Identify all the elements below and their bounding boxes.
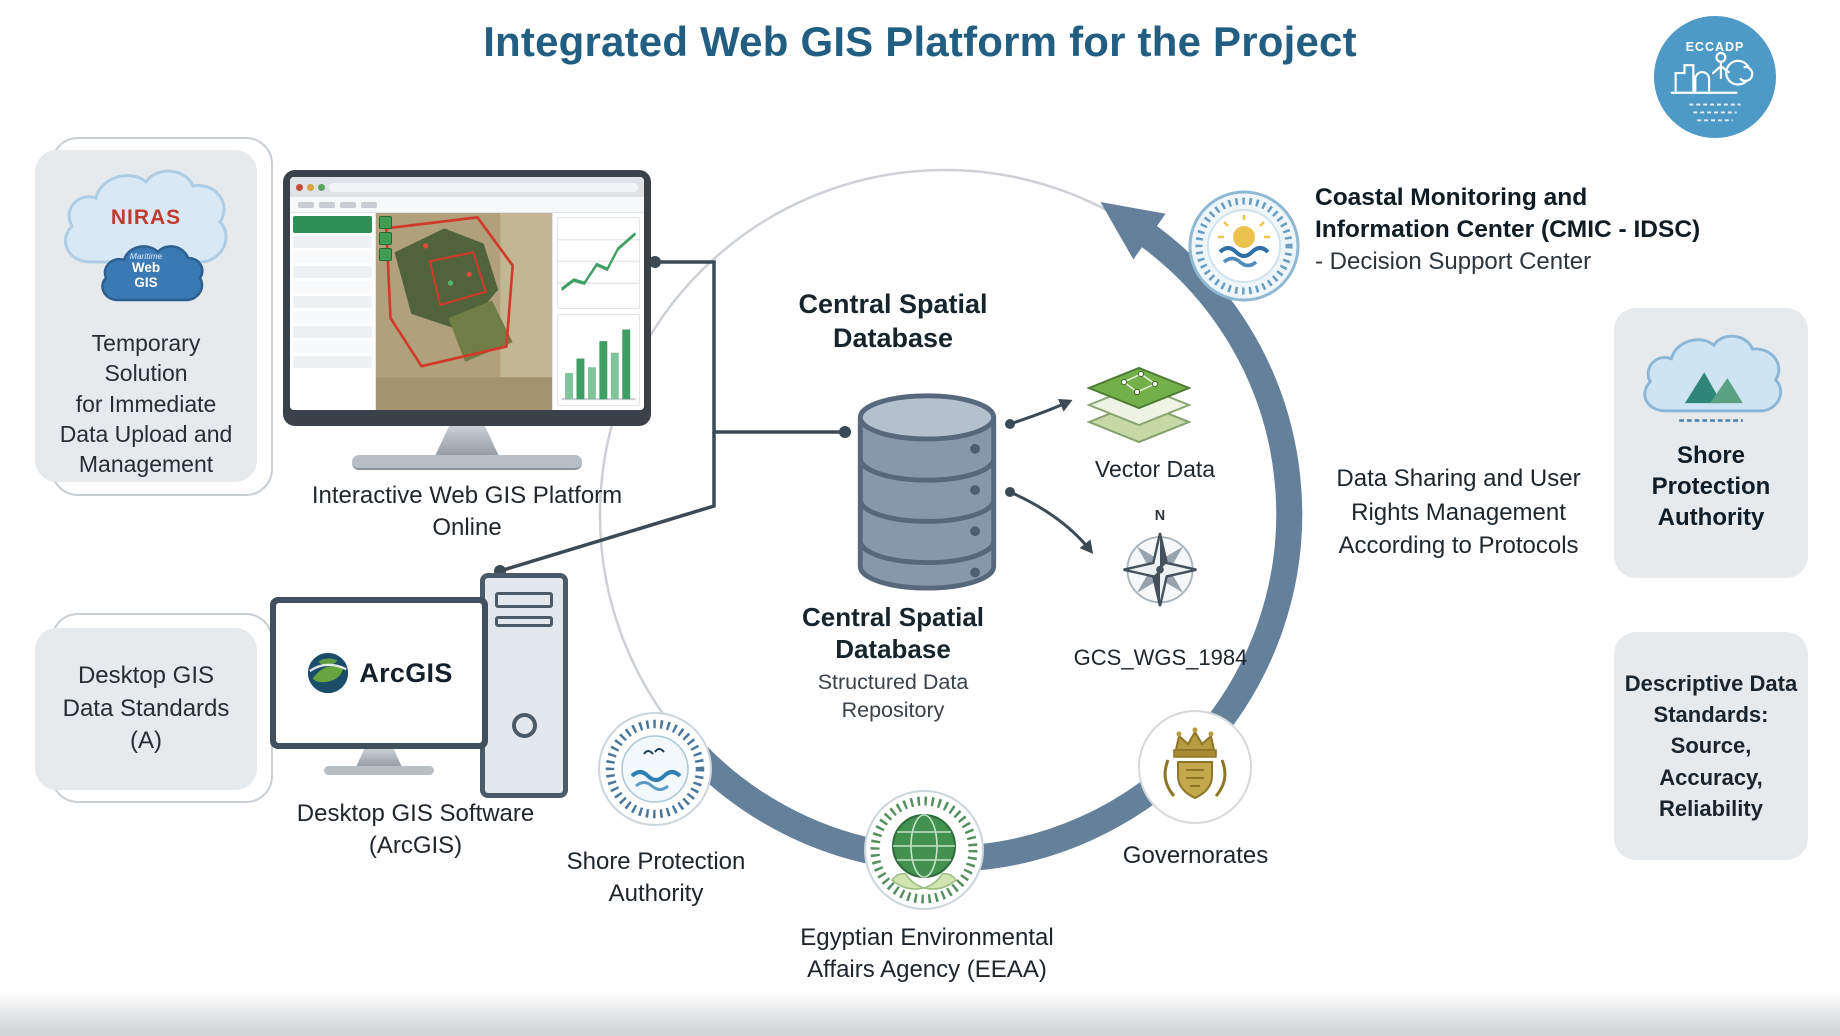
monitor-stand [356,749,402,767]
vector-layers-icon [1086,366,1192,444]
desktop-db-connector [499,432,716,573]
tower-drive-slot [495,592,553,608]
web-gis-screenshot [290,177,644,410]
descriptive-standards-text: Descriptive Data Standards: Source, Accu… [1624,670,1798,821]
desktop-tower-icon [480,573,568,798]
eeaa-seal-icon [864,790,984,910]
eccadp-logo-text: ECCADP [1685,40,1745,54]
desktop-gis-label: Desktop GIS Software (ArcGIS) [296,800,535,859]
eeaa-label: Egyptian Environmental Affairs Agency (E… [800,924,1054,983]
shore-authority-box-label: Shore Protection Authority [1651,442,1771,532]
app-body [290,213,644,410]
map-toolbar [379,216,392,261]
cmic-title: Coastal Monitoring and Information Cente… [1315,184,1701,243]
compass-north-label: N [1155,508,1165,524]
arcgis-wordmark: ArcGIS [359,657,453,688]
niras-wordmark: NIRAS [110,206,182,229]
arcgis-monitor: ArcGIS [270,597,488,749]
database-icon [857,393,997,591]
cmic-label: Coastal Monitoring and Information Cente… [1315,182,1705,276]
charts-panel [552,213,644,410]
db-caption-subtitle: Structured Data Repository [817,670,969,722]
map-tool-button [379,232,392,245]
tower-power-button [511,713,537,738]
db-caption: Central Spatial Database Structured Data… [783,602,1003,724]
map-tool-button [379,248,392,261]
window-dot-green [318,183,325,191]
shore-authority-seal-icon [598,712,712,826]
cmic-subtitle: - Decision Support Center [1315,247,1592,275]
web-platform-label: Interactive Web GIS Platform Online [311,482,623,541]
page-title: Integrated Web GIS Platform for the Proj… [483,18,1357,65]
monitor-base [324,766,434,775]
connector-dot [649,256,661,268]
web-gis-monitor [283,170,651,426]
map-tool-button [379,216,392,229]
browser-bar [290,177,644,197]
gcs-wgs-label: GCS_WGS_1984 [1073,645,1248,670]
arcgis-globe-icon [308,652,349,694]
governorates-crest-icon [1138,710,1252,824]
layers-panel [290,213,376,410]
monitor-base [352,455,582,470]
window-dot-yellow [307,183,314,191]
vector-data-label: Vector Data [1094,456,1216,482]
shore-authority-label: Shore Protection Authority [566,848,746,907]
shore-authority-box: Shore Protection Authority [1614,308,1808,578]
webgis-cloud-text: Web GIS [131,260,161,290]
compass-rose-icon: N [1123,508,1197,607]
db-heading: Central Spatial Database [798,289,988,353]
desktop-standards-box: Desktop GIS Data Standards (A) [35,628,257,790]
db-gcs-arrow [1009,490,1094,554]
webgis-db-connector [655,260,845,434]
niras-webgis-cloud-icon: NIRAS Maritime Web GIS [46,154,246,324]
cmic-idsc-logo-icon [1188,190,1300,302]
map-view [376,213,552,410]
desktop-standards-text: Desktop GIS Data Standards (A) [62,662,230,755]
cloud-icon [64,169,228,302]
connector-dot [839,426,851,438]
shore-authority-cloud-icon [1643,334,1782,422]
layers-panel-header [293,216,372,233]
tower-drive-slot [495,616,553,627]
descriptive-standards-box: Descriptive Data Standards: Source, Accu… [1614,632,1808,860]
temporary-solution-text: Temporary Solution for Immediate Data Up… [59,330,233,478]
bottom-fade-band [0,992,1840,1036]
connector-dot [1005,487,1015,497]
address-bar [329,182,638,192]
bar-chart-icon [557,314,640,406]
maritime-text: Maritime [129,251,163,261]
db-vector-arrow [1009,398,1073,426]
data-sharing-note: Data Sharing and User Rights Management … [1336,465,1581,560]
app-toolbar [290,197,644,213]
satellite-map-icon [376,213,552,410]
arcgis-screen: ArcGIS [276,603,482,743]
eccadp-logo-icon [1653,15,1777,139]
connector-dot [1005,419,1015,429]
temporary-solution-box: NIRAS Maritime Web GIS Temporary Solutio… [35,150,257,482]
db-caption-title: Central Spatial Database [801,602,985,664]
governorates-label: Governorates [1122,842,1269,869]
line-chart-icon [557,217,640,309]
window-dot-red [296,183,303,191]
